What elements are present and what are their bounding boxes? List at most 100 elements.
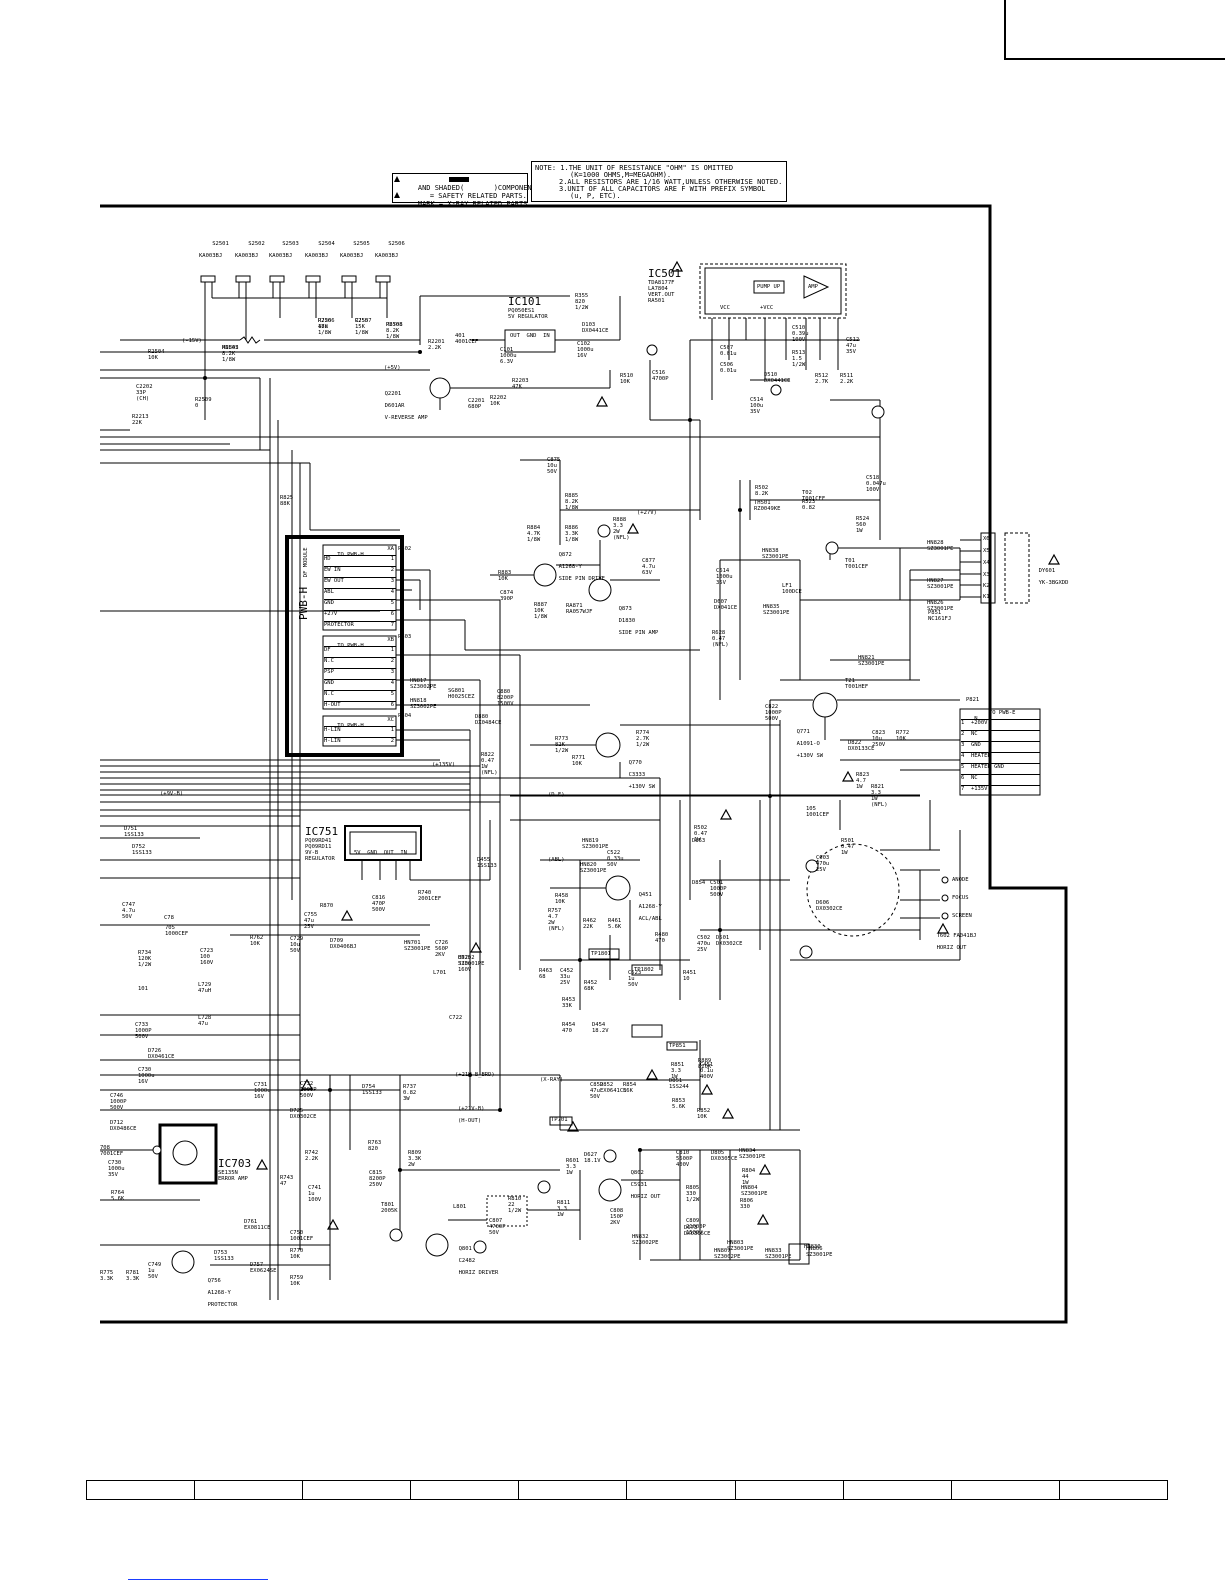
component-label: R823 4.7 1W bbox=[856, 772, 870, 790]
component-label: C810 5600P 400V bbox=[676, 1150, 693, 1168]
component-label: R726 47u bbox=[318, 318, 332, 330]
component-label: D712 DX0486CE bbox=[110, 1120, 137, 1132]
q770-label: Q770 C3333 +130V SW bbox=[622, 754, 656, 790]
component-label: SG801 H0025CEZ bbox=[448, 688, 475, 700]
q2201-label: Q2201 D601AR V-REVERSE AMP bbox=[378, 385, 428, 421]
component-label: C729 10u 50V bbox=[290, 936, 304, 954]
component-label: R764 5.6K bbox=[111, 1190, 125, 1202]
xb-row: DF bbox=[324, 647, 331, 653]
component-label: R734 120K 1/2W bbox=[138, 950, 152, 968]
transistor-desc: PROTECTOR bbox=[207, 1302, 238, 1308]
component-label: T02 T001CEF bbox=[802, 490, 826, 502]
q801-label: Q801 C2482 HORIZ DRIVER bbox=[452, 1240, 499, 1276]
component-label: R822 0.47 1W (NFL) bbox=[481, 752, 498, 776]
component-label: R889 820K bbox=[698, 1058, 712, 1070]
component-label: HN818 SZ3002PE bbox=[410, 698, 437, 710]
component-label: R601 3.3 1W bbox=[566, 1158, 580, 1176]
component-label: HN842 bbox=[222, 345, 239, 351]
ic101-pins: OUT GND IN bbox=[510, 333, 550, 339]
ic751-label: IC751 PQ09RD41 PQ09RD11 9V-B REGULATOR bbox=[305, 825, 339, 863]
transistor-desc: SIDE PIN AMP bbox=[618, 630, 659, 636]
q771-label: Q771 A1091-O +130V SW bbox=[790, 723, 824, 759]
component-label: R886 3.3K 1/8W bbox=[565, 525, 579, 543]
pwb-e-row: HEATER GND bbox=[970, 764, 1005, 770]
xa-row: PROTECTOR bbox=[324, 622, 354, 628]
xa-row: HD bbox=[324, 556, 331, 562]
ic751-ref: IC751 bbox=[305, 825, 339, 838]
component-label: R2507 15K 1/8W bbox=[355, 318, 372, 336]
component-label: R2505 8.2K 1/8W bbox=[222, 345, 239, 363]
switch-part: KA003BJ bbox=[375, 253, 399, 259]
component-label: C808 150P 2KV bbox=[610, 1208, 624, 1226]
component-label: HN819 SZ3001PE bbox=[582, 838, 609, 850]
testpoint-label: TP1801 bbox=[591, 951, 611, 957]
transistor-desc: +130V SW bbox=[796, 753, 824, 759]
component-label: C823 10u 250V bbox=[872, 730, 886, 748]
rail-label: (-15V) bbox=[182, 338, 202, 344]
note-line-1: NOTE: 1.THE UNIT OF RESISTANCE "OHM" IS … bbox=[535, 164, 734, 172]
xb-row: GND bbox=[324, 680, 334, 686]
q873-label: Q873 D1830 SIDE PIN AMP bbox=[612, 600, 659, 636]
component-label: R809 3.3K 2W bbox=[408, 1150, 422, 1168]
component-label: D454 18.2V bbox=[592, 1022, 609, 1034]
component-label: D754 1SS133 bbox=[362, 1084, 382, 1096]
component-label: T01 T001CEF bbox=[845, 558, 869, 570]
pwb-e-header: N bbox=[974, 716, 978, 722]
component-label: D501 DX0302CE bbox=[716, 935, 743, 947]
component-label: R805 330 1/2W bbox=[686, 1185, 700, 1203]
component-label: R461 5.6K bbox=[608, 918, 622, 930]
transistor-ref: Q872 bbox=[558, 552, 572, 558]
footer-cell bbox=[87, 1481, 196, 1499]
transistor-desc: +130V SW bbox=[628, 784, 656, 790]
rail-label: (D-F) bbox=[548, 792, 565, 798]
rail-label: (+5V) bbox=[384, 365, 401, 371]
ic501-vcc: VCC bbox=[720, 305, 730, 311]
component-label: C723 100 160V bbox=[200, 948, 214, 966]
component-label: HN828 SZ3001PE bbox=[927, 540, 954, 552]
component-label: D822 DX0133CE bbox=[848, 740, 875, 752]
component-label: C102 1000u 16V bbox=[577, 341, 594, 359]
xray-triangle-icon bbox=[394, 192, 400, 198]
component-label: R463 68 bbox=[539, 968, 553, 980]
footer-cell bbox=[1060, 1481, 1167, 1499]
pwb-e-title: TO PWB-E bbox=[989, 710, 1016, 716]
component-label: D753 1SS133 bbox=[214, 1250, 234, 1262]
component-label: C877 4.7u 63V bbox=[642, 558, 656, 576]
switch-part: KA003BJ bbox=[269, 253, 293, 259]
switch-part: KA003BJ bbox=[235, 253, 259, 259]
component-label: C755 47u 25V bbox=[304, 912, 318, 930]
component-label: R781 3.3K bbox=[126, 1270, 140, 1282]
component-label: R806 330 bbox=[740, 1198, 754, 1210]
xc-to: TO PWB-H bbox=[337, 723, 364, 729]
safety-legend: AND SHADED( )COMPONENTS = SAFETY RELATED… bbox=[392, 173, 540, 208]
note-line-3: 2.ALL RESISTORS ARE 1/16 WATT,UNLESS OTH… bbox=[559, 178, 783, 186]
q872-label: Q872 A1268-Y SIDE PIN DRIVE bbox=[552, 546, 605, 582]
ic101-part: PQ050ES1 bbox=[508, 308, 535, 314]
ic703-label: IC703 SE135N ERROR AMP bbox=[218, 1158, 251, 1183]
component-label: R770 10K bbox=[290, 1248, 304, 1260]
pwb-h-title: PWB-H bbox=[297, 586, 310, 620]
component-label: D510 DX0441CE bbox=[764, 372, 791, 384]
component-label: C875 10u 50V bbox=[547, 457, 561, 475]
component-label: HN835 SZ3001PE bbox=[763, 604, 790, 616]
transistor-ref: Q802 bbox=[630, 1170, 644, 1176]
component-label: D852 EX0641CE bbox=[600, 1082, 627, 1094]
component-label: C101 1000u 6.3V bbox=[500, 347, 517, 365]
switch-ref: S2503 bbox=[282, 241, 299, 247]
component-label: R870 bbox=[320, 903, 334, 909]
component-label: D757 EX0624SE bbox=[250, 1262, 277, 1274]
testpoint-label: TP701 bbox=[551, 1117, 568, 1123]
rail-label: (+21V-B_BRD) bbox=[455, 1072, 495, 1078]
title-block-corner bbox=[1004, 0, 1225, 60]
ic751-desc: 9V-B bbox=[305, 850, 319, 856]
component-label: R453 33K bbox=[562, 997, 576, 1009]
switch-part: KA003BJ bbox=[340, 253, 364, 259]
component-label: R853 5.6K bbox=[672, 1098, 686, 1110]
ic501-label: IC501 TDA8177F LA7804 VERT.OUT RA501 bbox=[648, 268, 681, 305]
component-label: C451 0.1u 400V bbox=[700, 1062, 714, 1080]
component-label: R454 470 bbox=[562, 1022, 576, 1034]
component-label: R763 820 bbox=[368, 1140, 382, 1152]
transistor-part: A1268-Y bbox=[638, 904, 662, 910]
